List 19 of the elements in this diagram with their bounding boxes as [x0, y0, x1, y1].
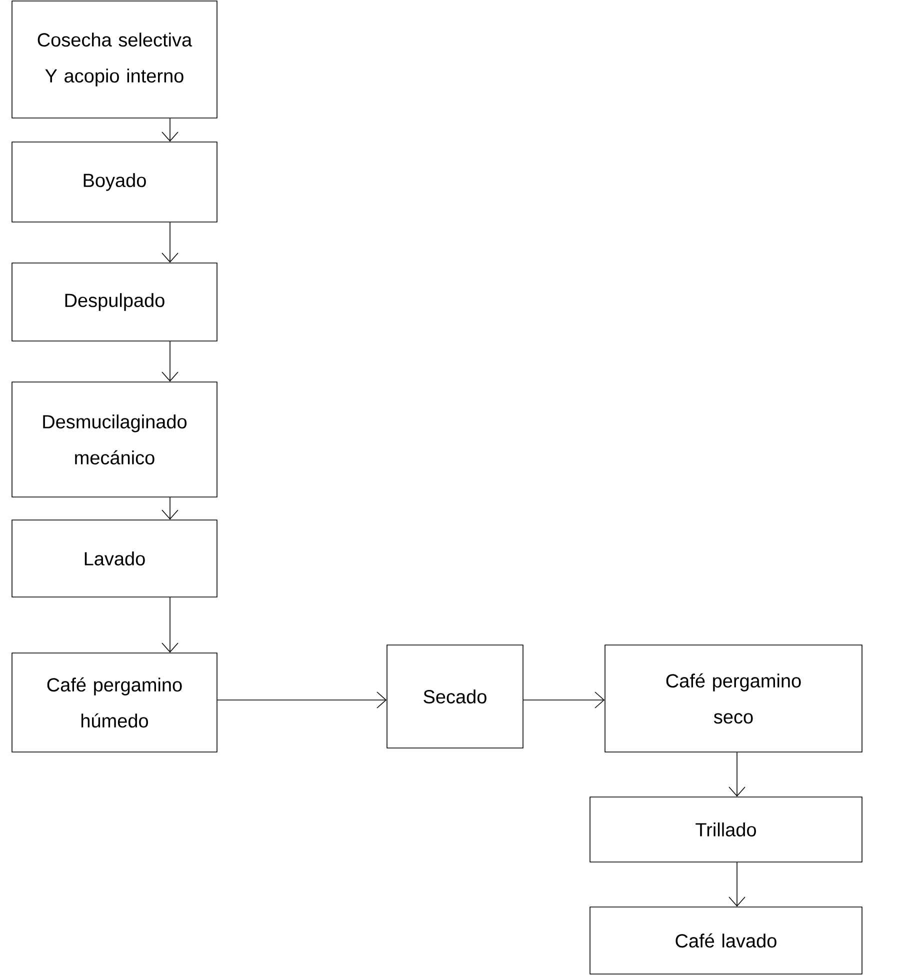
- arrow: [728, 862, 746, 907]
- arrow: [162, 341, 178, 382]
- process-box: Boyado: [12, 142, 218, 222]
- process-box: Lavado: [12, 520, 218, 598]
- process-box: Cosecha selectiva Y acopio interno: [12, 0, 218, 118]
- process-box: Café lavado: [590, 906, 862, 974]
- arrow: [162, 497, 178, 520]
- arrow: [217, 692, 387, 708]
- process-box: Secado: [386, 644, 524, 748]
- arrow: [523, 692, 605, 708]
- process-box: Despulpado: [12, 262, 218, 342]
- process-box: Trillado: [590, 796, 862, 862]
- process-box: Café pergamino húmedo: [12, 652, 218, 752]
- arrow: [162, 597, 178, 653]
- arrow: [162, 222, 178, 263]
- arrow: [162, 118, 178, 142]
- process-box: Café pergamino seco: [604, 644, 862, 752]
- arrow: [728, 752, 746, 797]
- process-box: Desmucilaginado mecánico: [12, 382, 218, 498]
